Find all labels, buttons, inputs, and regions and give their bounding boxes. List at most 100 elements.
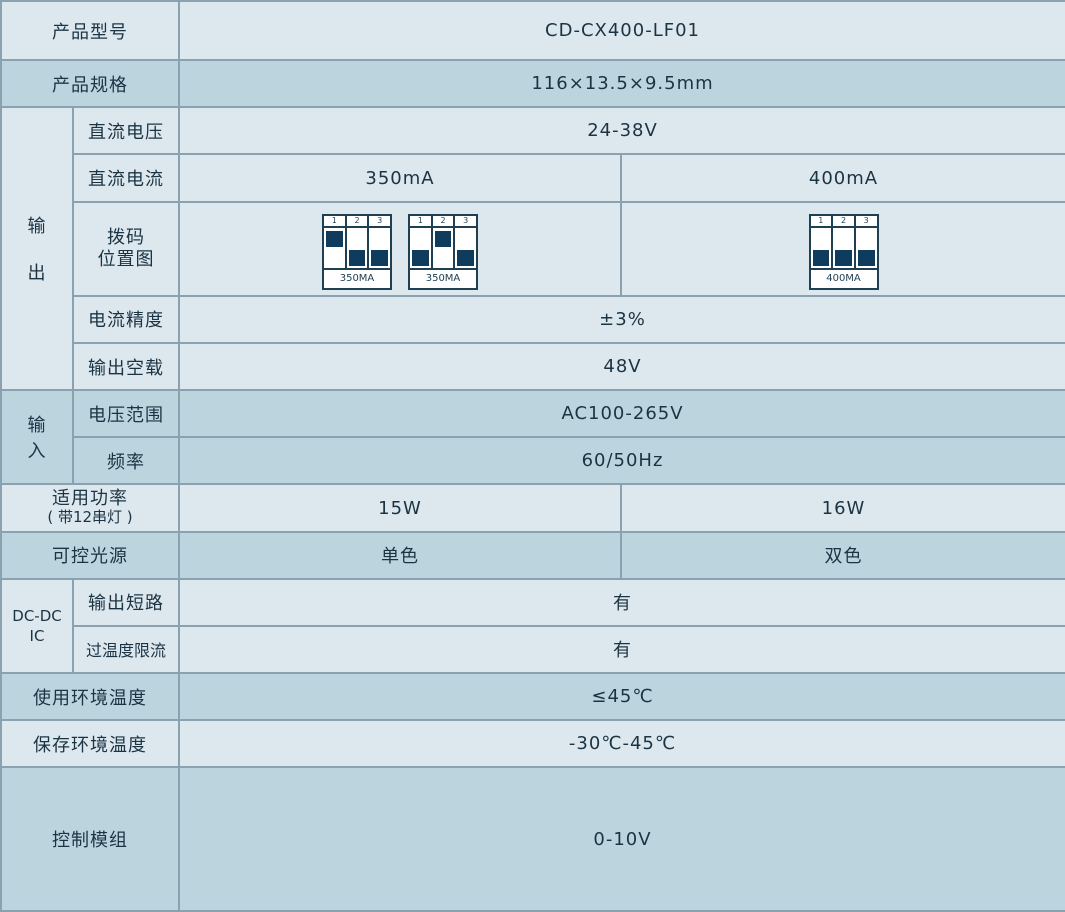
- accuracy-label: 电流精度: [72, 294, 180, 345]
- dc-current-value-a: 350mA: [178, 153, 622, 203]
- dip-switch-slot: [410, 228, 431, 268]
- dip-switch-number: 2: [432, 216, 454, 229]
- input-group-label: 输 入: [0, 389, 74, 486]
- dip-switch-column: 3: [369, 216, 391, 268]
- input-group-char-2: 入: [27, 441, 47, 463]
- dip-switch-number: 1: [410, 216, 431, 229]
- dip-label: 拨码 位置图: [72, 200, 180, 297]
- model-label: 产品型号: [0, 0, 180, 62]
- power-label-line1: 适用功率: [52, 488, 128, 510]
- output-group-char-2: 出: [27, 263, 47, 285]
- row-storage-temp: 保存环境温度 -30℃-45℃: [0, 719, 1065, 769]
- dip-label-line1: 拨码: [107, 226, 145, 248]
- dip-switch-knob: [434, 231, 452, 248]
- storage-temp-value: -30℃-45℃: [178, 719, 1065, 769]
- voltage-range-value: AC100-265V: [178, 389, 1065, 439]
- no-load-label: 输出空载: [72, 342, 180, 392]
- dcdc-group-line1: DC-DC: [12, 606, 62, 625]
- frequency-label: 频率: [72, 436, 180, 486]
- row-operating-temp: 使用环境温度 ≤45℃: [0, 672, 1065, 722]
- control-module-label: 控制模组: [0, 766, 180, 912]
- light-source-label: 可控光源: [0, 530, 180, 580]
- dip-label-line2: 位置图: [97, 248, 155, 270]
- over-temp-label: 过温度限流: [72, 624, 180, 675]
- dc-current-label: 直流电流: [72, 153, 180, 203]
- row-short-circuit: DC-DC IC 输出短路 有: [0, 577, 1065, 675]
- dip-switch-column: 2: [833, 216, 856, 269]
- dip-switch-slot: [347, 228, 368, 268]
- dip-switch-column: 1: [324, 216, 347, 269]
- dip-switch-slot: [324, 228, 345, 268]
- row-dc-current: 直流电流 350mA 400mA: [1, 153, 1065, 203]
- row-control-module: 控制模组 0-10V: [0, 766, 1065, 912]
- row-size: 产品规格 116×13.5×9.5mm: [0, 59, 1065, 109]
- power-value-b: 16W: [620, 483, 1065, 533]
- dip-switch-number: 1: [810, 216, 832, 229]
- short-circuit-label: 输出短路: [72, 577, 180, 627]
- storage-temp-label: 保存环境温度: [0, 719, 180, 769]
- row-accuracy: 电流精度 ±3%: [1, 294, 1065, 345]
- dcdc-group-label: DC-DC IC: [0, 577, 74, 675]
- size-label: 产品规格: [0, 59, 180, 109]
- dcdc-group-line2: IC: [29, 626, 45, 645]
- dip-switch-number: 3: [455, 216, 477, 229]
- control-module-value: 0-10V: [178, 766, 1065, 912]
- light-source-value-b: 双色: [620, 530, 1065, 580]
- dip-switch-column: 1: [410, 216, 433, 269]
- frequency-value: 60/50Hz: [178, 436, 1065, 486]
- dip-switch-column: 1: [810, 216, 834, 269]
- dip-switch-knob: [457, 250, 475, 267]
- dip-switch-slot: [369, 228, 390, 268]
- operating-temp-label: 使用环境温度: [0, 672, 180, 722]
- dip-switch-slot: [856, 228, 877, 268]
- row-model: 产品型号 CD-CX400-LF01: [0, 0, 1065, 62]
- row-dc-voltage: 输 出 直流电压 24-38V: [0, 106, 1065, 392]
- dip-switch-column: 3: [455, 216, 477, 268]
- output-group-label: 输 出: [0, 106, 74, 392]
- size-value: 116×13.5×9.5mm: [178, 59, 1065, 109]
- no-load-value: 48V: [178, 342, 1065, 392]
- dip-switch-label: 400MA: [826, 273, 861, 285]
- row-power: 适用功率 ( 带12串灯 ) 15W 16W: [0, 483, 1065, 533]
- dip-switch-knob: [835, 250, 852, 267]
- accuracy-value: ±3%: [178, 294, 1065, 345]
- output-group-char-1: 输: [27, 216, 47, 238]
- dip-switch-slot: [811, 228, 832, 268]
- row-voltage-range: 输 入 电压范围 AC100-265V: [0, 389, 1065, 486]
- light-source-value-a: 单色: [178, 530, 622, 580]
- dip-switch-number: 1: [324, 216, 345, 229]
- dip-switch-slot: [833, 228, 854, 268]
- dip-switch-knob: [371, 250, 389, 267]
- dip-switch-label: 350MA: [425, 273, 461, 285]
- dc-voltage-value: 24-38V: [178, 106, 1065, 156]
- voltage-range-label: 电压范围: [72, 389, 180, 439]
- dip-switch-knob: [812, 250, 830, 267]
- dip-switch-column: 2: [432, 216, 456, 269]
- dip-switch-knob: [857, 250, 875, 267]
- model-value: CD-CX400-LF01: [178, 0, 1065, 62]
- dip-switch-number: 2: [833, 216, 854, 229]
- row-over-temp: 过温度限流 有: [1, 624, 1065, 675]
- dip-switch-slot: [433, 228, 454, 268]
- dc-voltage-label: 直流电压: [72, 106, 180, 156]
- short-circuit-value: 有: [178, 577, 1065, 627]
- operating-temp-value: ≤45℃: [178, 672, 1065, 722]
- dip-switch-knob: [412, 250, 429, 267]
- dip-switch-number: 3: [369, 216, 391, 229]
- power-value-a: 15W: [178, 483, 622, 533]
- over-temp-value: 有: [178, 624, 1065, 675]
- dip-switch-number: 3: [855, 216, 877, 229]
- dc-current-value-b: 400mA: [620, 153, 1065, 203]
- dip-switch-knob: [348, 250, 366, 267]
- input-group-char-1: 输: [27, 415, 47, 437]
